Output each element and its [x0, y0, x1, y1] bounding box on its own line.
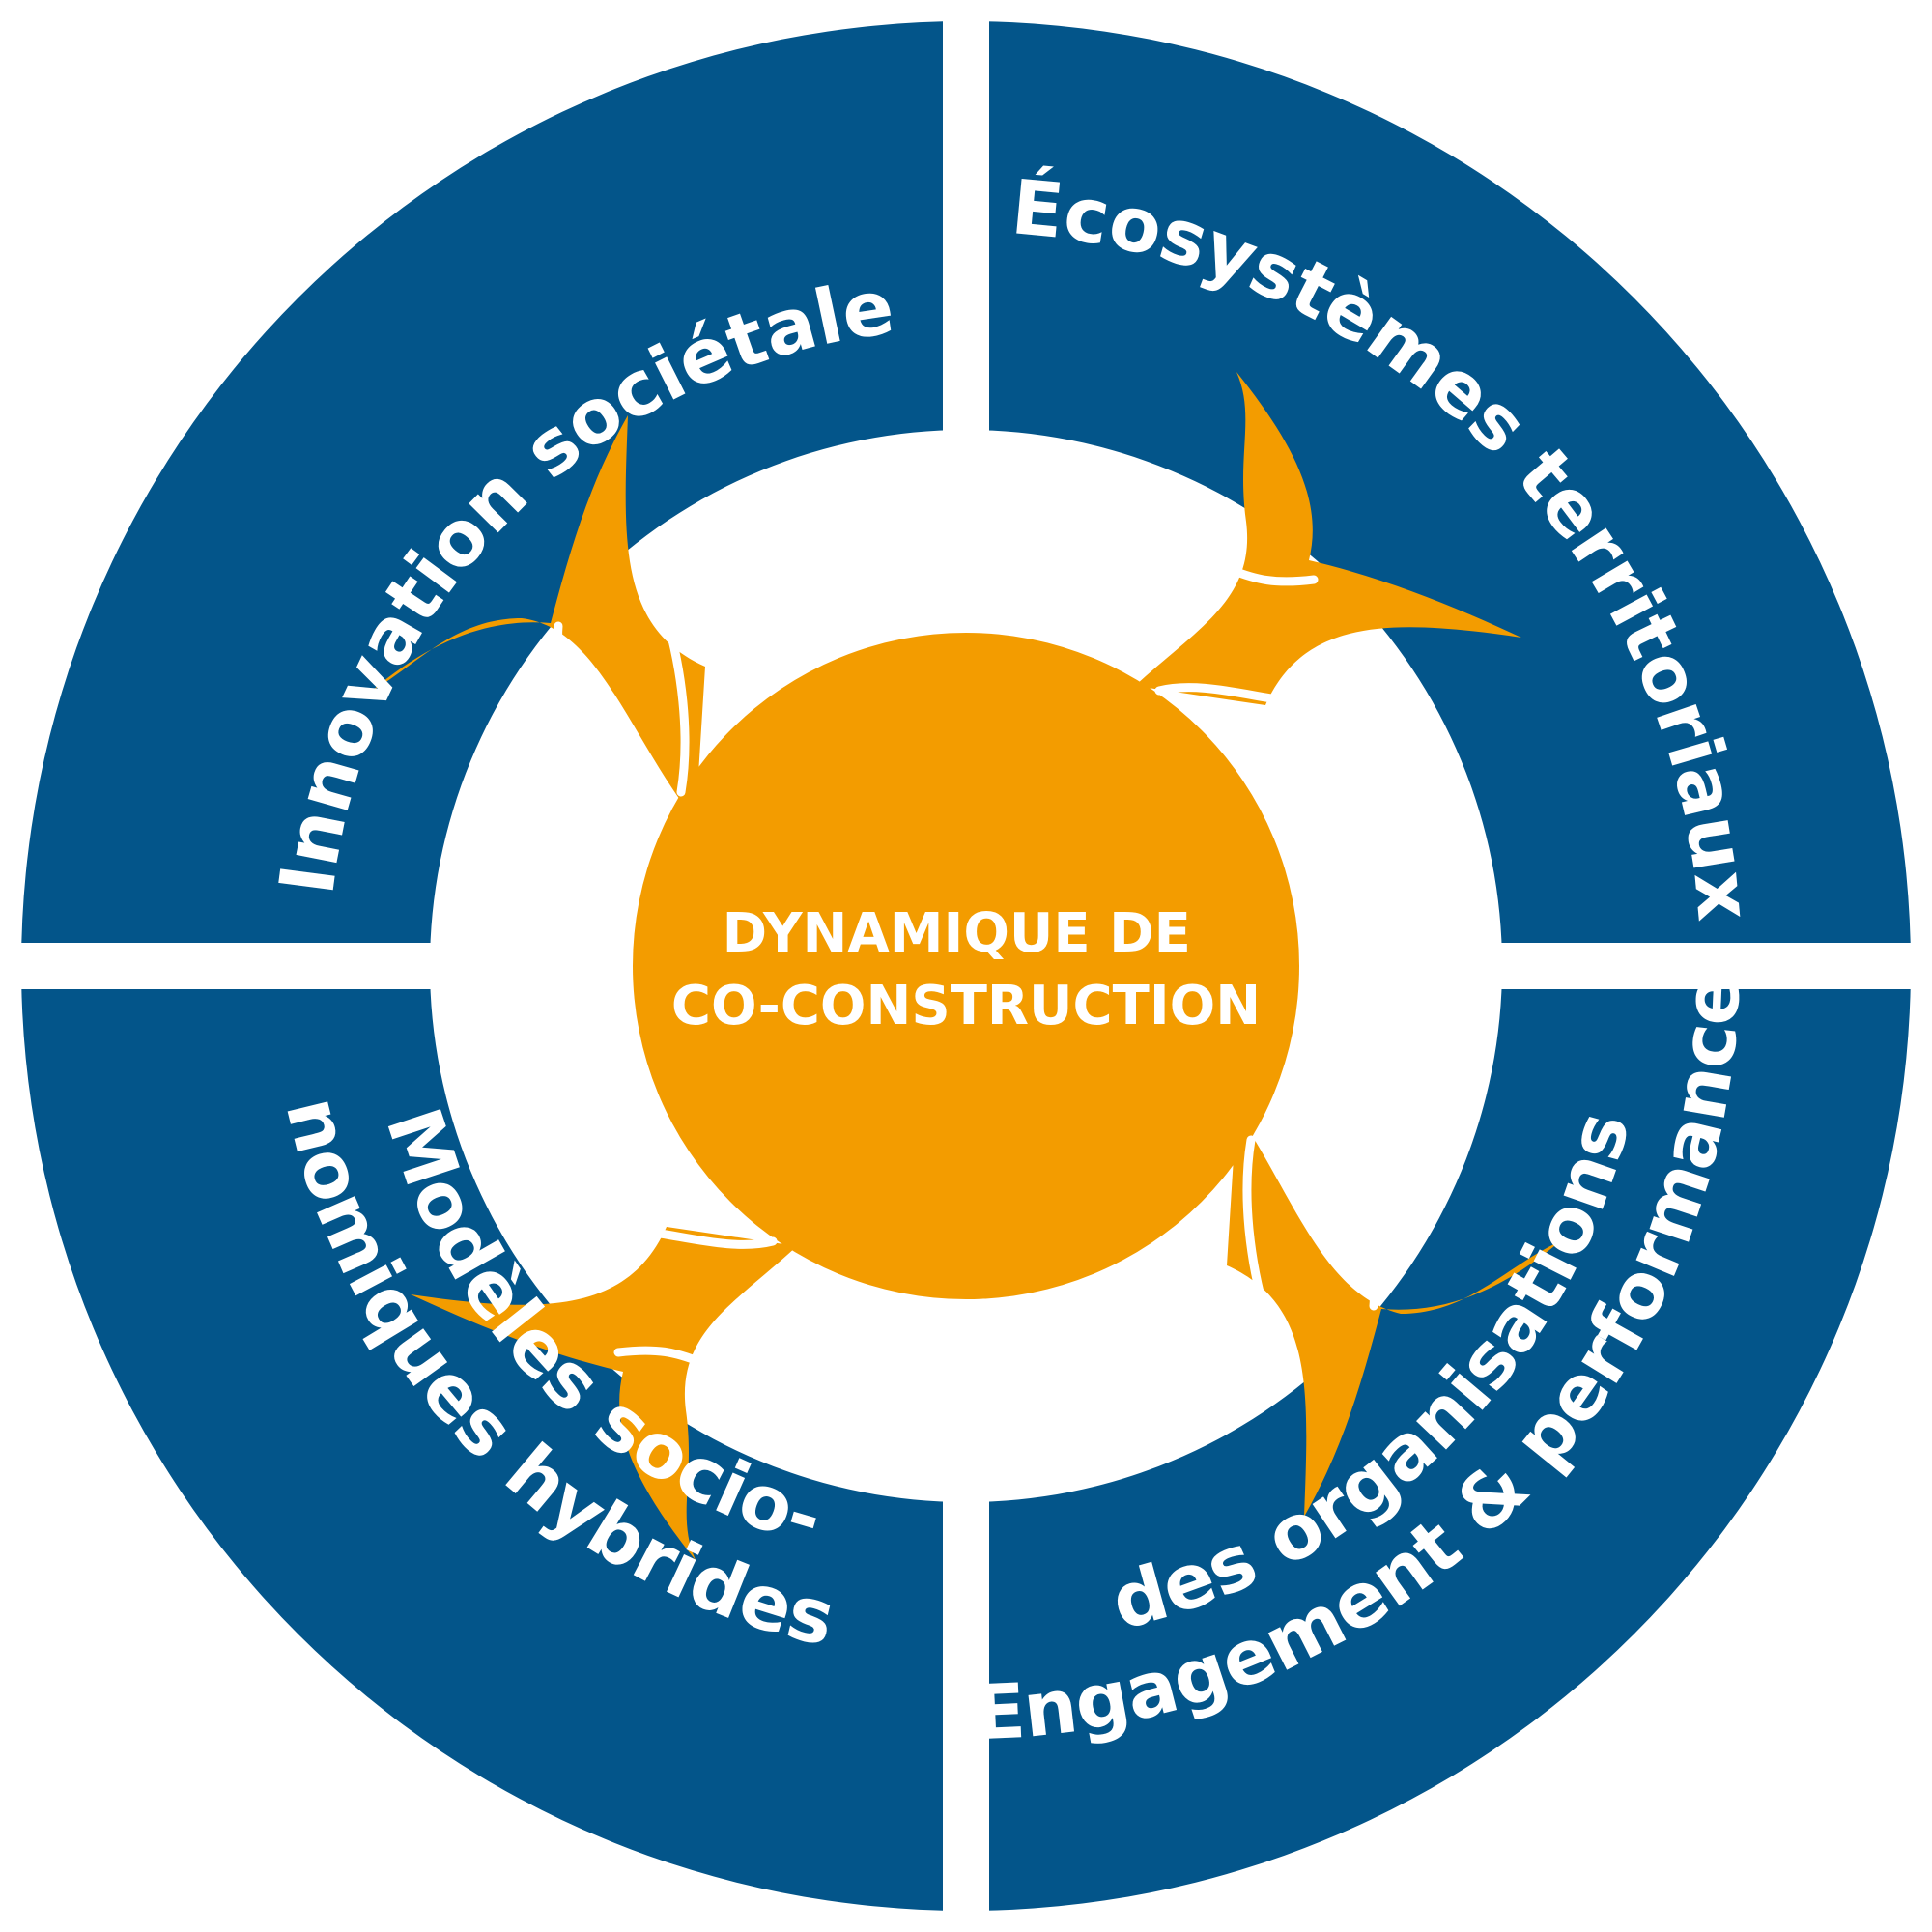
hub-weave-lines: [554, 565, 1378, 1367]
center-label-line-1: DYNAMIQUE DE: [723, 902, 1191, 965]
hub-arm-se: [1227, 1111, 1560, 1517]
ring-segment-top-left: [21, 21, 966, 966]
center-hub: DYNAMIQUE DE CO-CONSTRUCTION: [372, 372, 1560, 1560]
hub-core: [633, 633, 1299, 1299]
hub-arm-sw: [411, 1227, 797, 1560]
ring-segment-bottom-left: [21, 966, 966, 1911]
ring-segment-top-right: [966, 21, 1911, 966]
hub-arms: [372, 372, 1560, 1560]
center-label-line-2: CO-CONSTRUCTION: [671, 975, 1261, 1037]
hub-arm-ne: [1135, 372, 1521, 705]
ring-segment-bottom-right: [966, 966, 1911, 1911]
center-label: DYNAMIQUE DE CO-CONSTRUCTION: [671, 902, 1261, 1037]
hub-arm-nw: [372, 415, 705, 821]
